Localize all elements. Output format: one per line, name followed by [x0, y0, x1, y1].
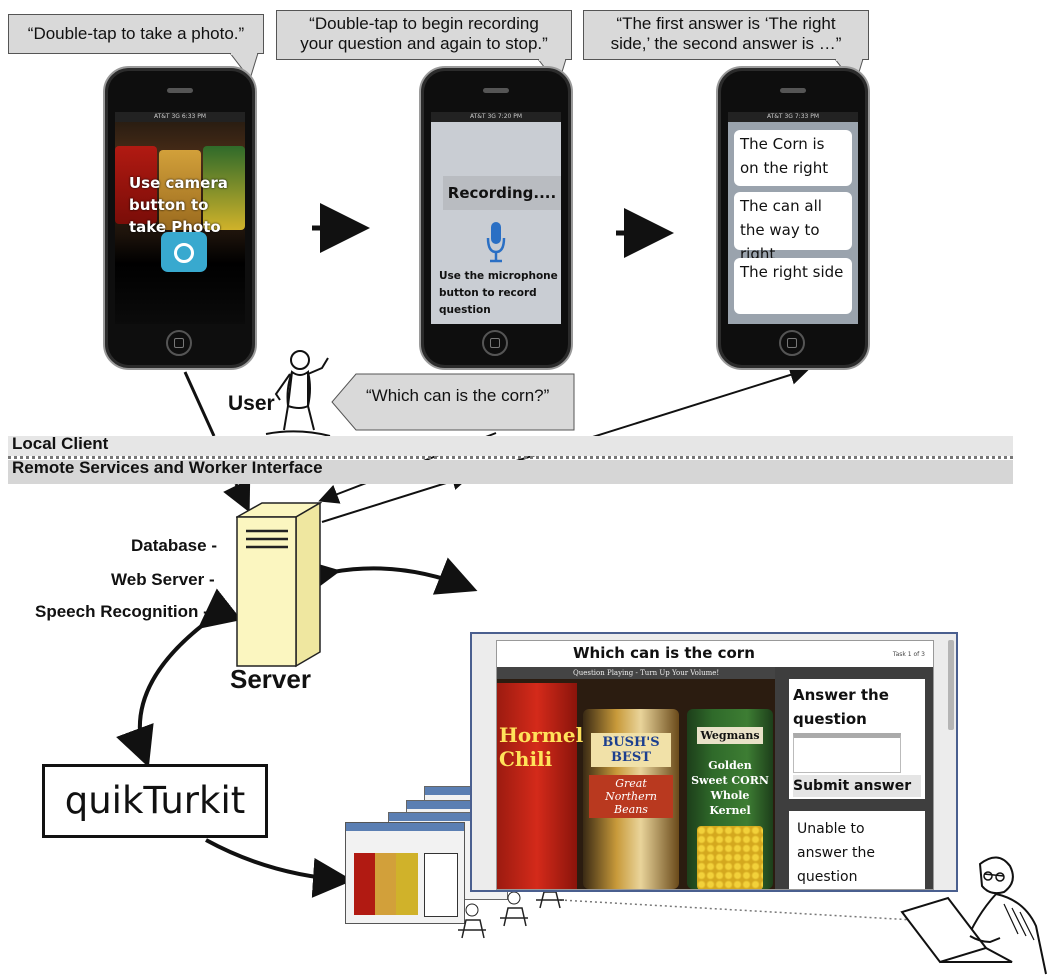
- speech-quikturkit-arrow: [116, 588, 242, 768]
- recording-hint: Use the microphone button to record ques…: [439, 270, 558, 316]
- web-scrollbar[interactable]: [948, 640, 954, 730]
- callout-take-photo: “Double-tap to take a photo.”: [8, 14, 264, 54]
- camera-prompt: Use camera button to take Photo: [129, 174, 228, 236]
- task-subtitle: Question Playing - Turn Up Your Volume!: [497, 667, 775, 679]
- callout-user-question-shape: [331, 373, 575, 431]
- phone-record: AT&T 3G 7:20 PM Recording.... Use the mi…: [419, 66, 573, 370]
- server-label: Server: [230, 664, 311, 694]
- callout-record: “Double-tap to begin recording your ques…: [276, 10, 572, 60]
- remote-services-label: Remote Services and Worker Interface: [12, 458, 323, 477]
- submit-answer-button[interactable]: Submit answer: [793, 775, 921, 797]
- web-server-label: Web Server -: [111, 570, 215, 589]
- phone-camera-screen: AT&T 3G 6:33 PM Use camera button to tak…: [115, 112, 245, 324]
- callout-tail-photo: [229, 53, 259, 81]
- server-web-double-arrow: [297, 557, 478, 598]
- band-to-server-arrow: [223, 478, 251, 513]
- worker-figure-icon: [500, 891, 528, 927]
- answer-form: Answer the question Submit answer: [789, 679, 925, 799]
- worker-thumbnail-front: [345, 822, 465, 924]
- status-bar: AT&T 3G 7:33 PM: [728, 112, 858, 122]
- camera-icon[interactable]: [161, 232, 207, 272]
- recording-title: Recording....: [443, 176, 561, 210]
- worker-at-laptop-icon: [900, 856, 1047, 975]
- phone-answers: AT&T 3G 7:33 PM The Corn is on the right…: [716, 66, 870, 370]
- photo-can-chili: Hormel Chili: [497, 683, 584, 889]
- user-figure-icon: [265, 350, 331, 437]
- server-icon: [236, 502, 322, 668]
- phone-speaker: [780, 88, 806, 93]
- unable-to-answer-button[interactable]: Unable to answer the question: [789, 811, 925, 889]
- worker-task-frame: Which can is the corn Task 1 of 3 Questi…: [496, 640, 934, 890]
- camera-viewfinder: [115, 122, 245, 324]
- answer-card[interactable]: The right side: [734, 258, 852, 314]
- home-button[interactable]: [779, 330, 805, 356]
- speech-recognition-label: Speech Recognition -: [35, 602, 209, 621]
- microphone-icon[interactable]: [486, 222, 506, 264]
- question-photo: Hormel Chili BUSH'S BEST Great Northern …: [497, 679, 775, 889]
- answer-card[interactable]: The can all the way to right: [734, 192, 852, 263]
- quikturkit-to-workers-arrow: [205, 838, 353, 898]
- can-beans: [159, 150, 201, 230]
- status-bar: AT&T 3G 7:20 PM: [431, 112, 561, 122]
- corn-kernels: [697, 826, 763, 889]
- photo-can-beans: BUSH'S BEST Great Northern Beans: [583, 709, 679, 889]
- status-bar: AT&T 3G 6:33 PM: [115, 112, 245, 122]
- photo-can-label: Wegmans: [697, 727, 763, 744]
- can-chili: [115, 146, 157, 224]
- photo-can-label: Great Northern Beans: [589, 775, 673, 818]
- answer-heading: Answer the question: [793, 686, 889, 728]
- quikturkit-box: quikTurkit: [42, 764, 268, 838]
- phone-speaker: [167, 88, 193, 93]
- phone-to-band-arrow: [183, 371, 216, 437]
- photo-can-label: Hormel Chili: [499, 723, 584, 771]
- unable-label: Unable to answer the question: [797, 821, 875, 885]
- callout-answers: “The first answer is ‘The right side,’ t…: [583, 10, 869, 60]
- local-client-label: Local Client: [12, 434, 109, 453]
- home-button[interactable]: [482, 330, 508, 356]
- database-label: Database -: [131, 536, 217, 555]
- phone-record-screen: AT&T 3G 7:20 PM Recording.... Use the mi…: [431, 112, 561, 324]
- worker-figure-icon: [458, 903, 486, 939]
- home-button[interactable]: [166, 330, 192, 356]
- answer-input[interactable]: [793, 733, 901, 773]
- phone-speaker: [483, 88, 509, 93]
- phone-answers-screen: AT&T 3G 7:33 PM The Corn is on the right…: [728, 112, 858, 324]
- remote-services-band: [8, 460, 1013, 484]
- worker-web-page: Which can is the corn Task 1 of 3 Questi…: [470, 632, 958, 892]
- user-label: User: [228, 392, 275, 415]
- layer-divider: [8, 456, 1013, 459]
- photo-can-corn: Wegmans Golden Sweet CORN Whole Kernel: [687, 709, 773, 889]
- can-corn: [203, 146, 245, 230]
- task-title: Which can is the corn: [573, 644, 755, 662]
- local-client-band: [8, 436, 1013, 456]
- photo-can-label: Golden Sweet CORN Whole Kernel: [691, 759, 769, 817]
- callout-user-question: “Which can is the corn?”: [366, 386, 550, 405]
- task-counter: Task 1 of 3: [892, 651, 925, 658]
- answer-panel: Answer the question Submit answer Unable…: [775, 667, 933, 889]
- photo-can-label: BUSH'S BEST: [591, 733, 671, 767]
- phone-camera: AT&T 3G 6:33 PM Use camera button to tak…: [103, 66, 257, 370]
- answer-card[interactable]: The Corn is on the right: [734, 130, 852, 186]
